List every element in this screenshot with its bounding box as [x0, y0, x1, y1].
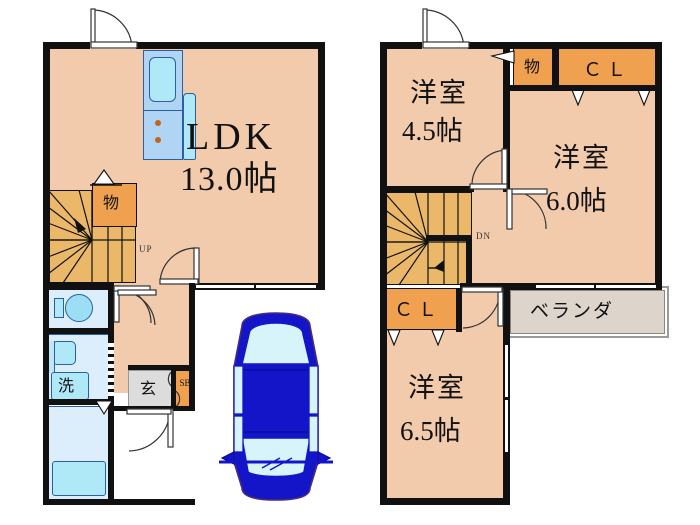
wall-toilet-bottom: [43, 328, 114, 334]
kitchen-stove: [155, 120, 161, 126]
wall-2f-vertical-mid: [503, 42, 510, 192]
staircase-down-treads: [383, 191, 472, 286]
wall-2f-right: [655, 42, 662, 290]
hall-bottom-door[interactable]: [126, 408, 174, 454]
wall-2f-left: [380, 42, 387, 505]
wall-lavatory-bottom: [43, 399, 114, 405]
washer-label: 洗: [58, 378, 75, 395]
bathtub: [52, 461, 106, 496]
veranda-sliding-door-mullion: [594, 284, 596, 289]
wall-2f-landing-bottom: [460, 283, 510, 289]
storage-door-marker-1f: [90, 169, 122, 186]
wall-2f-top: [380, 42, 662, 49]
stair-core-wall-2f-right: [466, 235, 472, 285]
wall-ldk-bottom-left: [43, 283, 111, 290]
room65-door[interactable]: [460, 286, 504, 332]
toilet-bowl: [65, 294, 93, 322]
wall-ldk-right: [318, 42, 325, 290]
veranda-label: ベランダ: [530, 301, 615, 322]
wall-2f-room45-bottom: [380, 186, 474, 192]
closet-bottom-hanger-marks: [387, 329, 445, 347]
ldk-label: LDK: [186, 116, 277, 158]
kitchen-sink: [149, 57, 176, 102]
wall-ldk-top: [43, 42, 325, 49]
room60-size: 6.0帖: [546, 186, 607, 216]
toilet: [54, 294, 94, 322]
room45-door[interactable]: [468, 148, 508, 190]
veranda-floor: [510, 290, 665, 334]
storage-closet-2f: [513, 48, 553, 90]
kitchen-stove: [155, 137, 161, 143]
wall-ldk-left: [43, 42, 50, 290]
stairs-up-label: UP: [139, 244, 153, 254]
first-floor-plan: 洗: [43, 6, 333, 505]
room65-window-upper: [504, 345, 509, 397]
closet-top-label: ＣＬ: [583, 60, 632, 81]
room60-door[interactable]: [506, 188, 548, 232]
storage-label-1f: 物: [103, 195, 120, 212]
western-room-45-floor: [380, 48, 510, 188]
ldk-size: 13.0帖: [180, 161, 279, 198]
ldk-sliding-window-mullion: [254, 284, 256, 289]
ldk-sliding-window: [196, 284, 316, 289]
wall-hall-right: [189, 283, 195, 408]
wall-wet-left: [43, 283, 49, 505]
shoe-box-label: SB: [179, 378, 191, 388]
room65-window-lower: [504, 400, 509, 452]
veranda-sliding-door[interactable]: [536, 284, 656, 289]
storage-door-marker-2f: [489, 50, 515, 64]
wall-2f-storage-right: [553, 42, 559, 90]
wall-entrance-top: [128, 365, 195, 370]
storage-label-2f: 物: [524, 59, 541, 76]
kitchen-side-panel: [183, 93, 196, 160]
car: [219, 312, 333, 501]
wall-sb-left: [171, 365, 176, 411]
room45-size: 4.5帖: [402, 116, 463, 146]
entrance-label: 玄: [140, 381, 157, 398]
storage-closet-1f: [92, 183, 137, 227]
bath-door-marker: [95, 400, 113, 416]
stairs-down-label: DN: [476, 231, 491, 241]
2f-entry-door[interactable]: [420, 6, 472, 50]
wall-2f-room60-top: [510, 85, 662, 91]
wall-2f-closet-bottom-right: [456, 288, 462, 332]
ldk-hall-door[interactable]: [158, 246, 200, 286]
room65-label: 洋室: [408, 373, 466, 403]
kitchen-counter-divider: [143, 110, 183, 111]
room60-label: 洋室: [553, 143, 611, 173]
wall-2f-bottom: [380, 498, 510, 505]
closet-bottom-label: ＣＬ: [394, 300, 443, 321]
lavatory-basin: [52, 341, 76, 365]
lavatory-counter: [48, 341, 55, 373]
lavatory-sliding-door[interactable]: [108, 340, 114, 398]
toilet-tank: [54, 298, 64, 318]
ldk-entry-door[interactable]: [88, 6, 140, 50]
second-floor-plan: DN 物 ＣＬ ＣＬ ベランダ: [350, 0, 700, 525]
stair-core-wall-2f: [426, 235, 472, 241]
staircase-up-treads: [47, 189, 136, 284]
hallway-top-door[interactable]: [116, 288, 158, 328]
wall-wet-bottom: [43, 499, 195, 505]
closet-top-hanger-marks: [571, 89, 651, 107]
room45-label: 洋室: [410, 78, 468, 108]
room65-size: 6.5帖: [400, 416, 461, 446]
